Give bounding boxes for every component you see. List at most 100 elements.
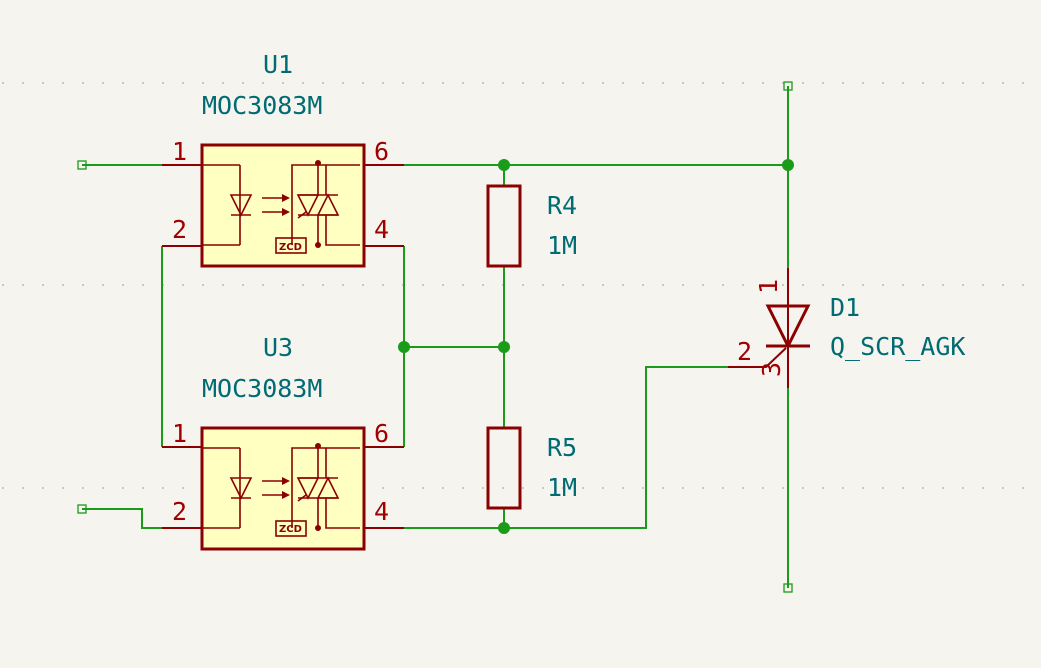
grid-dot — [622, 487, 624, 489]
grid-dot — [762, 82, 764, 84]
grid-dot — [42, 284, 44, 286]
grid-dot — [562, 487, 564, 489]
grid-dot — [122, 82, 124, 84]
grid-dot — [1002, 487, 1004, 489]
scr-d1[interactable]: 1 2 3 D1 Q_SCR_AGK — [728, 268, 965, 388]
grid-dot — [22, 82, 24, 84]
terminal-marker[interactable] — [783, 583, 793, 593]
u3-pin1-number: 1 — [172, 419, 187, 448]
grid-dot — [462, 487, 464, 489]
grid-dot — [422, 487, 424, 489]
grid-dot — [2, 487, 4, 489]
grid-dot — [242, 284, 244, 286]
d1-pin3-number: 3 — [757, 362, 786, 377]
grid-dot — [442, 82, 444, 84]
grid-dot — [682, 487, 684, 489]
grid-dot — [722, 82, 724, 84]
grid-dot — [722, 487, 724, 489]
grid-dot — [482, 487, 484, 489]
grid-dot — [822, 82, 824, 84]
grid-dot — [202, 82, 204, 84]
grid-dot — [822, 487, 824, 489]
grid-dot — [842, 82, 844, 84]
grid-dot — [282, 284, 284, 286]
grid-dot — [942, 82, 944, 84]
grid-dot — [422, 284, 424, 286]
grid-dot — [442, 487, 444, 489]
grid-dot — [502, 487, 504, 489]
grid-dot — [222, 284, 224, 286]
grid-dot — [982, 82, 984, 84]
grid-dot — [962, 82, 964, 84]
grid-dot — [922, 487, 924, 489]
grid-dot — [742, 284, 744, 286]
grid-dot — [622, 82, 624, 84]
grid-dot — [622, 284, 624, 286]
grid-dot — [802, 82, 804, 84]
grid-dot — [342, 82, 344, 84]
d1-value: Q_SCR_AGK — [830, 332, 965, 361]
grid-dot — [742, 487, 744, 489]
grid-dot — [402, 82, 404, 84]
u3-value: MOC3083M — [202, 374, 322, 403]
grid-dot — [402, 487, 404, 489]
grid-dot — [82, 487, 84, 489]
grid-dot — [122, 284, 124, 286]
u3-pin4-number: 4 — [374, 497, 389, 526]
grid-dot — [482, 284, 484, 286]
u1-pin1-number: 1 — [172, 137, 187, 166]
grid-dot — [362, 284, 364, 286]
grid-dot — [22, 487, 24, 489]
grid-dot — [42, 82, 44, 84]
optocoupler-u3[interactable]: ZCD U3 MOC3083M 1 2 6 4 — [162, 333, 404, 551]
grid-dot — [882, 284, 884, 286]
grid-dot — [922, 284, 924, 286]
grid-dot — [942, 487, 944, 489]
grid-dot — [522, 82, 524, 84]
grid-dot — [642, 487, 644, 489]
junctions — [398, 159, 794, 534]
grid-dot — [302, 82, 304, 84]
resistor-r4[interactable]: R4 1M — [486, 184, 577, 268]
u1-pin6-number: 6 — [374, 137, 389, 166]
grid-dot — [882, 487, 884, 489]
grid-dot — [2, 82, 4, 84]
grid-dot — [62, 487, 64, 489]
grid-dot — [182, 284, 184, 286]
grid-dot — [582, 487, 584, 489]
u1-pin2-number: 2 — [172, 215, 187, 244]
grid-dot — [682, 284, 684, 286]
grid-dot — [742, 82, 744, 84]
terminal-marker[interactable] — [77, 160, 87, 170]
grid-dot — [902, 82, 904, 84]
grid-dot — [302, 284, 304, 286]
grid-dot — [762, 284, 764, 286]
terminal-marker[interactable] — [77, 504, 87, 514]
grid-dot — [862, 82, 864, 84]
grid-dot — [322, 82, 324, 84]
terminal-marker[interactable] — [783, 81, 793, 91]
grid-dot — [582, 284, 584, 286]
r5-reference: R5 — [547, 433, 577, 462]
u3-pin6-number: 6 — [374, 419, 389, 448]
r4-value: 1M — [547, 231, 577, 260]
grid-dot — [322, 284, 324, 286]
u3-pin2-number: 2 — [172, 497, 187, 526]
grid-dot — [282, 82, 284, 84]
grid-dot — [362, 82, 364, 84]
grid-dot — [982, 487, 984, 489]
grid-dot — [722, 284, 724, 286]
grid-dot — [142, 284, 144, 286]
grid-dot — [602, 284, 604, 286]
optocoupler-u1[interactable]: ZCD U1 MOC3083M 1 2 6 4 — [162, 50, 404, 268]
grid-dot — [142, 82, 144, 84]
d1-pin2-number: 2 — [737, 337, 752, 366]
grid-dot — [602, 487, 604, 489]
grid-dot — [662, 82, 664, 84]
resistor-r5[interactable]: R5 1M — [486, 426, 577, 510]
r4-reference: R4 — [547, 191, 577, 220]
grid-dot — [182, 82, 184, 84]
grid-dot — [222, 82, 224, 84]
grid-dot — [842, 284, 844, 286]
grid-dot — [482, 82, 484, 84]
